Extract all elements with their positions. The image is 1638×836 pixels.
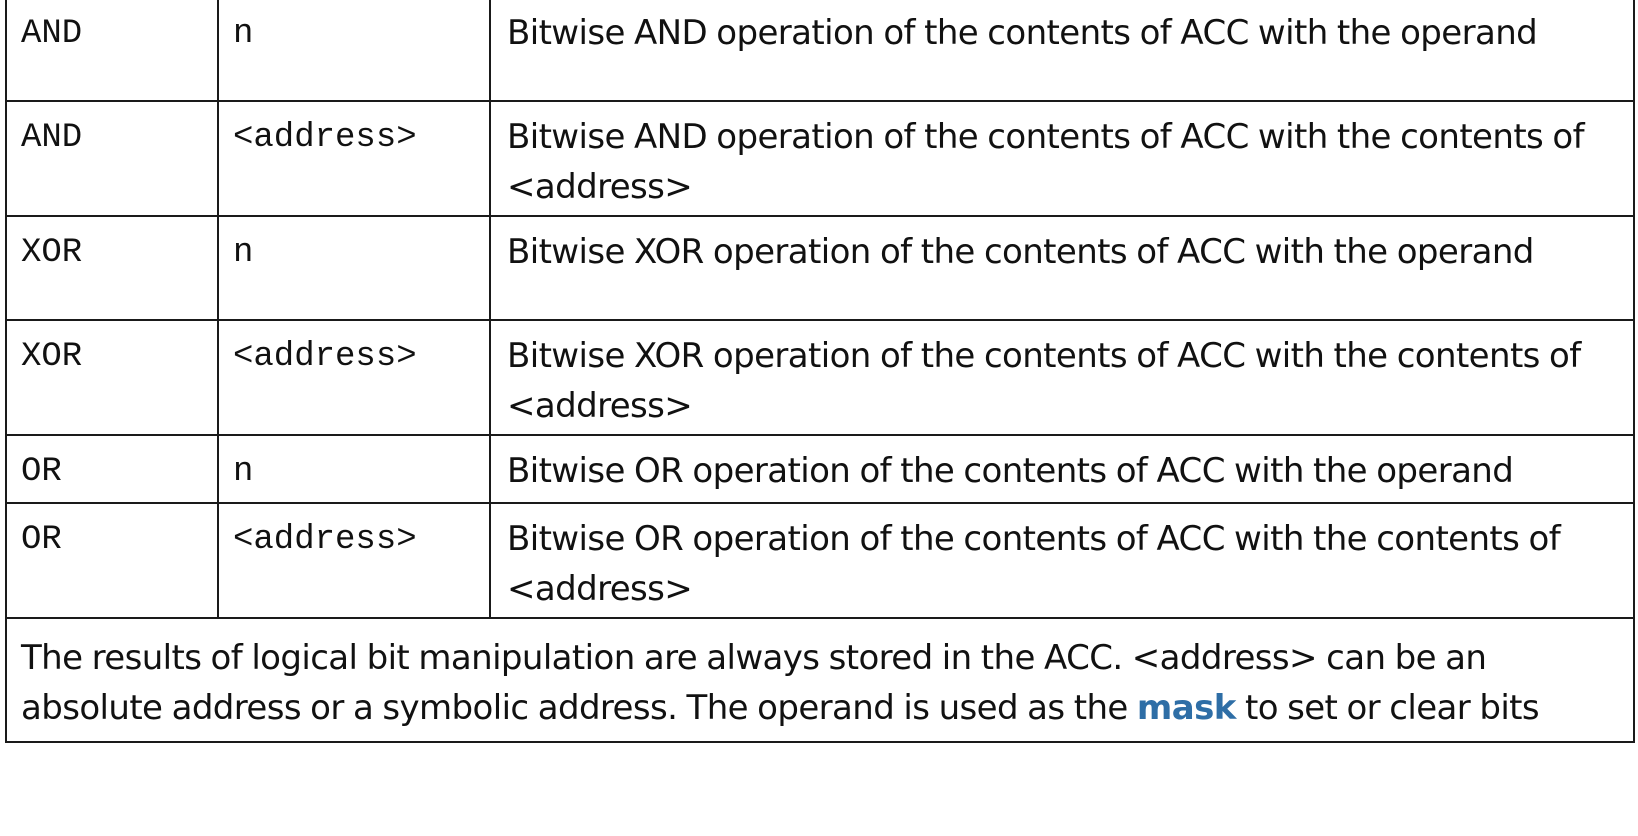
opcode-cell: XOR — [5, 215, 219, 321]
opcode-cell: AND — [5, 100, 219, 217]
opcode-cell: OR — [5, 434, 219, 504]
note-row: The results of logical bit manipulation … — [5, 617, 1635, 743]
footnote: The results of logical bit manipulation … — [5, 617, 1635, 743]
instruction-table: AND n Bitwise AND operation of the conte… — [5, 0, 1635, 743]
opcode-cell: AND — [5, 0, 219, 102]
table-row: XOR n Bitwise XOR operation of the conte… — [5, 215, 1635, 321]
mask-keyword: mask — [1136, 688, 1236, 728]
operand-cell: <address> — [217, 100, 491, 217]
description-cell: Bitwise OR operation of the contents of … — [489, 502, 1635, 619]
description-cell: Bitwise AND operation of the contents of… — [489, 100, 1635, 217]
table-row: AND <address> Bitwise AND operation of t… — [5, 100, 1635, 217]
operand-cell: <address> — [217, 319, 491, 436]
table-row: OR <address> Bitwise OR operation of the… — [5, 502, 1635, 619]
footnote-text-before: The results of logical bit manipulation … — [21, 638, 1487, 728]
description-cell: Bitwise OR operation of the contents of … — [489, 434, 1635, 504]
table-row: OR n Bitwise OR operation of the content… — [5, 434, 1635, 504]
operand-cell: n — [217, 215, 491, 321]
description-cell: Bitwise AND operation of the contents of… — [489, 0, 1635, 102]
table-row: XOR <address> Bitwise XOR operation of t… — [5, 319, 1635, 436]
table-row: AND n Bitwise AND operation of the conte… — [5, 0, 1635, 102]
opcode-cell: XOR — [5, 319, 219, 436]
description-cell: Bitwise XOR operation of the contents of… — [489, 215, 1635, 321]
operand-cell: n — [217, 0, 491, 102]
footnote-text-after: to set or clear bits — [1235, 688, 1540, 728]
opcode-cell: OR — [5, 502, 219, 619]
description-cell: Bitwise XOR operation of the contents of… — [489, 319, 1635, 436]
operand-cell: <address> — [217, 502, 491, 619]
operand-cell: n — [217, 434, 491, 504]
